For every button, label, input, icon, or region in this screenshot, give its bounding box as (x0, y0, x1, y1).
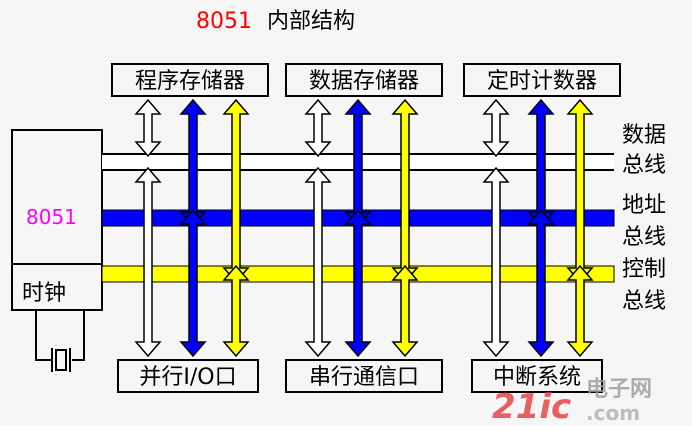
top-block-box (463, 63, 621, 97)
watermark-logo: 21ic 电子网 .com (492, 377, 652, 426)
bottom-address-arrow-0 (179, 208, 207, 358)
chip-8051: 8051 时钟 (11, 129, 103, 372)
parallel-io-label: 并行I/O口 (139, 365, 236, 390)
control-bus-label-2: 总线 (622, 289, 666, 314)
interrupt-label: 中断系统 (493, 365, 581, 390)
control-bus-label-1: 控制 (622, 257, 666, 282)
program-memory-label: 程序存储器 (135, 69, 245, 94)
bottom-control-arrow-2 (566, 264, 594, 358)
data-bus-label-2: 总线 (622, 153, 666, 178)
watermark-site: 电子网 (586, 377, 652, 402)
data-memory-label: 数据存储器 (309, 69, 419, 94)
bottom-control-arrow-1 (391, 264, 419, 358)
top-block-box (285, 63, 443, 97)
top-data-arrow-2 (482, 98, 510, 158)
bottom-data-arrow-1 (304, 166, 332, 358)
chip-body (11, 129, 103, 311)
bottom-block-box (117, 359, 259, 393)
watermark-21ic: 21ic (492, 387, 571, 426)
bottom-block-box (285, 359, 443, 393)
watermark-com: .com (586, 401, 640, 425)
top-data-arrow-1 (304, 98, 332, 158)
title: 8051 内部结构 (196, 9, 355, 34)
top-block-data-memory: 数据存储器 (285, 63, 443, 97)
bottom-block-serial-port: 串行通信口 (285, 359, 443, 393)
bottom-block-parallel-io: 并行I/O口 (117, 359, 259, 393)
bottom-control-arrow-0 (222, 264, 250, 358)
serial-port-label: 串行通信口 (309, 365, 419, 390)
bottom-block-interrupt: 中断系统 (471, 359, 603, 393)
title-chip: 8051 (196, 9, 252, 34)
bottom-block-box (471, 359, 603, 393)
top-block-timer-counter: 定时计数器 (463, 63, 621, 97)
crystal-wire (35, 310, 85, 361)
top-data-arrow-0 (134, 98, 162, 158)
bottom-data-arrow-0 (134, 166, 162, 358)
bottom-address-arrow-2 (527, 208, 555, 358)
title-text: 内部结构 (267, 9, 355, 34)
chip-label: 8051 (26, 205, 77, 229)
crystal-icon (55, 349, 67, 371)
address-bus-label-1: 地址 (622, 193, 666, 218)
top-block-program-memory: 程序存储器 (111, 63, 269, 97)
top-block-box (111, 63, 269, 97)
bus-arrows (134, 98, 594, 358)
bottom-address-arrow-1 (344, 208, 372, 358)
address-bus-label-2: 总线 (622, 225, 666, 250)
clock-label: 时钟 (22, 281, 66, 306)
data-bus-label-1: 数据 (622, 123, 666, 148)
timer-counter-label: 定时计数器 (487, 69, 597, 94)
bottom-data-arrow-2 (482, 166, 510, 358)
